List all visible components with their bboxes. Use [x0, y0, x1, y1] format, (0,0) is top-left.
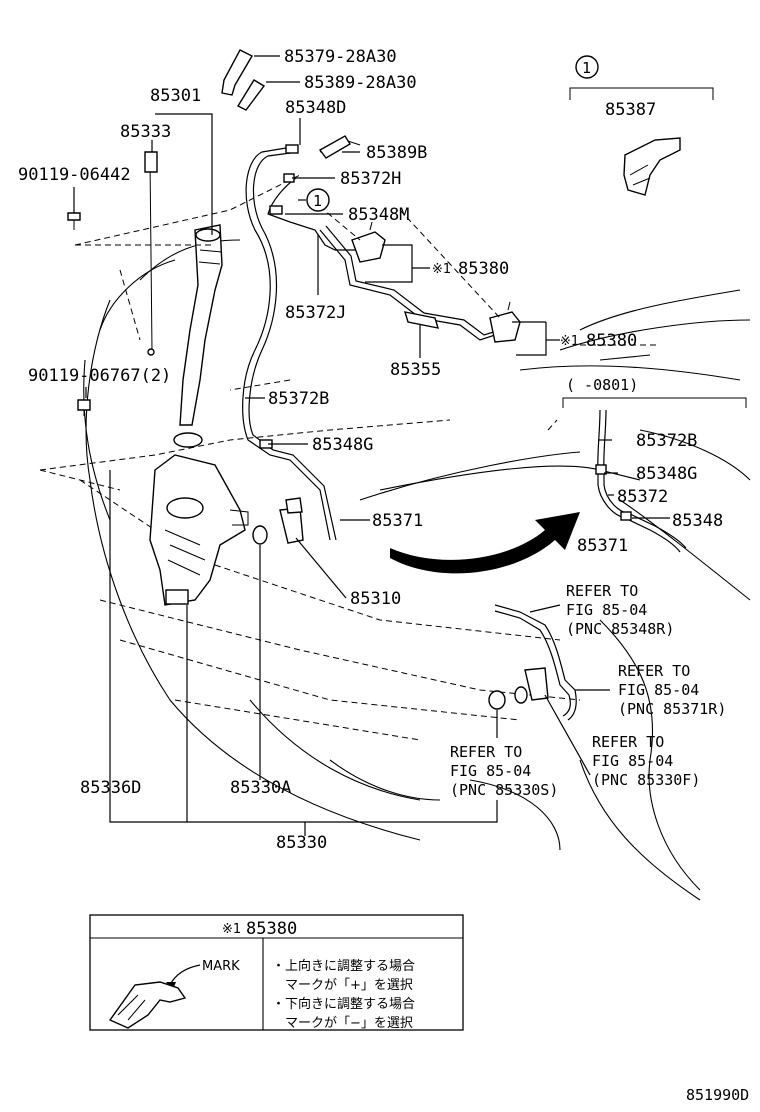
label-85348D: 85348D: [285, 98, 346, 118]
label-85389B: 85389B: [366, 143, 427, 163]
legend-jp-line2: マークが「+」を選択: [272, 978, 413, 993]
svg-text:FIG 85-04: FIG 85-04: [450, 762, 531, 780]
label-85333: 85333: [120, 122, 171, 142]
note-mark-1: ※1: [432, 262, 451, 277]
label-90119-06767: 90119-06767(2): [28, 366, 171, 386]
note-mark-2: ※1: [560, 334, 579, 349]
label-85348G: 85348G: [312, 435, 373, 455]
leader-lines: [73, 55, 670, 836]
label-85348M: 85348M: [348, 205, 409, 225]
nozzle-85380-lower: [489, 301, 521, 343]
washer-hoses: [242, 135, 501, 541]
label-85389-28A30: 85389-28A30: [304, 73, 417, 93]
label-85379-28A30: 85379-28A30: [284, 47, 397, 67]
legend-title: 85380: [246, 919, 297, 939]
label-85330: 85330: [276, 833, 327, 853]
label-85310: 85310: [350, 589, 401, 609]
label-inset-85348: 85348: [672, 511, 723, 531]
svg-text:REFER TO: REFER TO: [566, 582, 638, 600]
hose-85389: [237, 79, 266, 111]
washer-tank: [149, 454, 249, 606]
circle-marker-1-top: 1: [575, 55, 599, 79]
nozzle-85380-upper: [351, 221, 386, 263]
inset-variant: [562, 397, 747, 553]
label-85371: 85371: [372, 511, 423, 531]
refer-parts: [488, 604, 577, 721]
hose-85379: [221, 49, 253, 96]
label-85372J: 85372J: [285, 303, 346, 323]
label-inset-85372B: 85372B: [636, 431, 697, 451]
refer-85330S: REFER TO FIG 85-04 (PNC 85330S): [450, 743, 558, 799]
bolt-90119-06442: [67, 212, 81, 230]
legend-jp-line1: ・上向きに調整する場合: [272, 958, 415, 974]
svg-text:REFER TO: REFER TO: [618, 662, 690, 680]
label-85372H: 85372H: [340, 169, 401, 189]
level-gauge: [144, 151, 158, 356]
car-body-outline: [39, 174, 751, 901]
svg-text:(PNC 85348R): (PNC 85348R): [566, 620, 674, 638]
label-inset-85348G: 85348G: [636, 464, 697, 484]
small-joints: [259, 144, 299, 449]
label-85380-upper: 85380: [458, 259, 509, 279]
refer-85371R: REFER TO FIG 85-04 (PNC 85371R): [618, 662, 726, 718]
legend-jp-line4: マークが「−」を選択: [272, 1016, 413, 1031]
svg-text:FIG 85-04: FIG 85-04: [618, 681, 699, 699]
label-85372B: 85372B: [268, 389, 329, 409]
refer-85348R: REFER TO FIG 85-04 (PNC 85348R): [566, 582, 674, 638]
label-85336D: 85336D: [80, 778, 141, 798]
svg-text:(PNC 85371R): (PNC 85371R): [618, 700, 726, 718]
direction-arrow: [390, 512, 580, 574]
label-85330A: 85330A: [230, 778, 291, 798]
svg-text:1: 1: [313, 192, 322, 210]
label-85301: 85301: [150, 86, 201, 106]
part-85387: [569, 87, 714, 196]
legend-box: ※1 85380 MARK ・上向きに調整する場合 マークが「+」を選択 ・下向…: [89, 914, 464, 1031]
label-inset-85372: 85372: [617, 487, 668, 507]
label-85387: 85387: [605, 100, 656, 120]
label-85380-lower: 85380: [586, 331, 637, 351]
label-inset-period: ( -0801): [566, 376, 638, 394]
svg-text:(PNC 85330F): (PNC 85330F): [592, 771, 700, 789]
label-inset-85371: 85371: [577, 536, 628, 556]
legend-jp-line3: ・下向きに調整する場合: [272, 996, 415, 1012]
bolt-90119-06767: [77, 399, 91, 416]
label-85355: 85355: [390, 360, 441, 380]
label-90119-06442: 90119-06442: [18, 165, 131, 185]
svg-text:(PNC 85330S): (PNC 85330S): [450, 781, 558, 799]
svg-text:FIG 85-04: FIG 85-04: [566, 601, 647, 619]
filler-neck: [173, 224, 223, 448]
connector-85355: [403, 311, 440, 329]
refer-85330F: REFER TO FIG 85-04 (PNC 85330F): [592, 733, 700, 789]
svg-text:REFER TO: REFER TO: [592, 733, 664, 751]
washer-pump: [252, 497, 304, 545]
circle-marker-1: 1: [306, 188, 330, 212]
svg-text:FIG 85-04: FIG 85-04: [592, 752, 673, 770]
svg-text:REFER TO: REFER TO: [450, 743, 522, 761]
svg-text:1: 1: [582, 59, 591, 77]
legend-title-mark: ※1: [222, 922, 241, 937]
figure-code: 851990D: [686, 1086, 749, 1104]
legend-mark-label: MARK: [202, 959, 240, 974]
